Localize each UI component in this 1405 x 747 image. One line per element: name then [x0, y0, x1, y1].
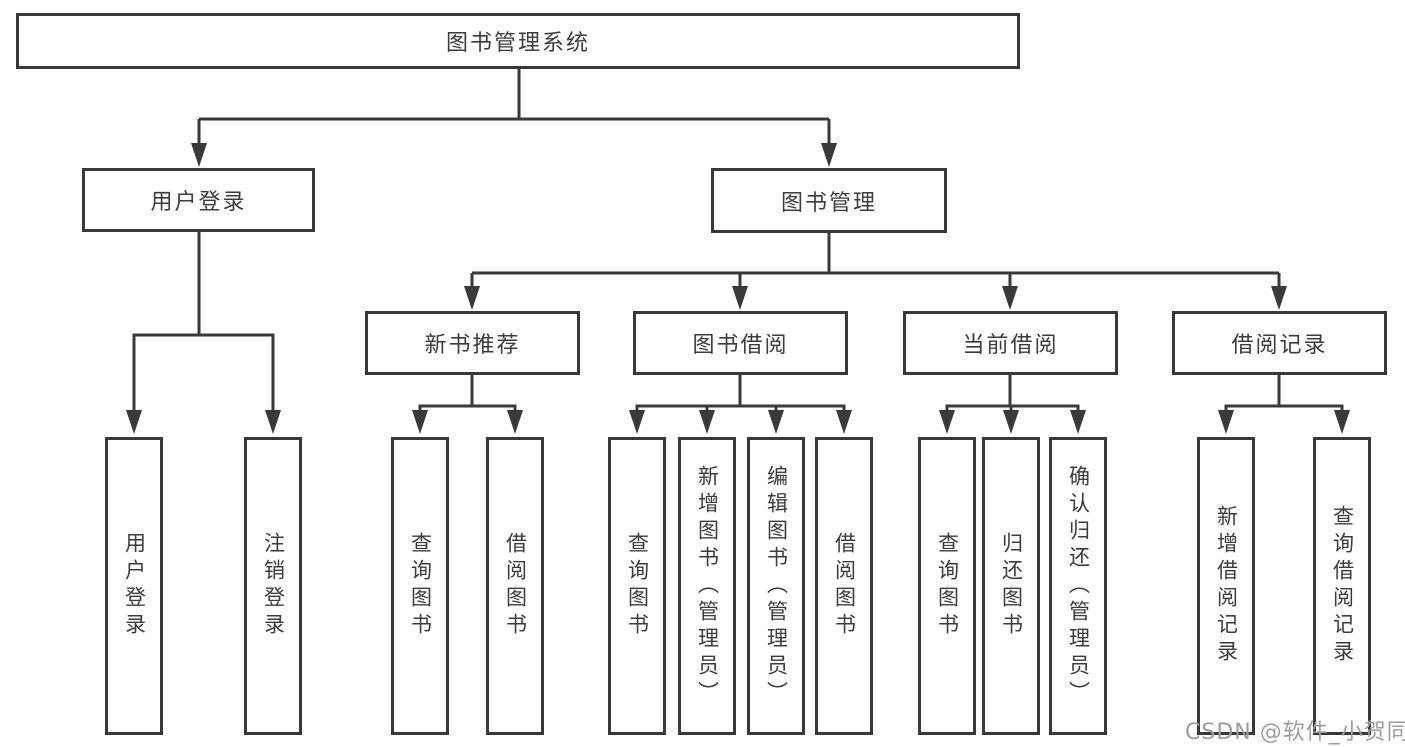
node-leaf-user-login: 用户登录 [105, 437, 163, 735]
node-leaf-query-books: 查询图书 [391, 437, 449, 735]
node-leaf-edit-books-admin: 编辑图书（管理员） [747, 437, 805, 735]
node-leaf-logout: 注销登录 [244, 437, 302, 735]
node-current-borrowing: 当前借阅 [903, 311, 1118, 375]
node-new-book-recommendation: 新书推荐 [365, 311, 580, 375]
node-leaf-add-borrow-record: 新增借阅记录 [1197, 437, 1255, 735]
csdn-watermark: CSDN @软件_小贺同学 [1185, 720, 1405, 745]
node-label: 图书管理系统 [445, 31, 590, 56]
node-label: 图书借阅 [692, 333, 789, 358]
node-leaf-add-books-admin: 新增图书（管理员） [678, 437, 736, 735]
node-borrowing-records: 借阅记录 [1172, 311, 1387, 375]
node-leaf-query-books: 查询图书 [608, 437, 666, 735]
node-leaf-return-books: 归还图书 [982, 437, 1040, 735]
node-label: 借阅记录 [1231, 333, 1328, 358]
node-label: 查询图书 [408, 532, 433, 640]
node-label: 用户登录 [122, 532, 147, 640]
arrowheads [126, 143, 1350, 434]
node-book-borrowing: 图书借阅 [633, 311, 848, 375]
node-label: 确认归还（管理员） [1066, 464, 1091, 708]
node-label: 注销登录 [261, 532, 286, 640]
node-label: 查询图书 [935, 532, 960, 640]
node-label: 查询借阅记录 [1330, 505, 1355, 667]
node-label: 新增图书（管理员） [695, 464, 720, 708]
node-label: 借阅图书 [503, 532, 528, 640]
node-label: 用户登录 [150, 190, 247, 215]
node-label: 编辑图书（管理员） [764, 464, 789, 708]
node-library-management-system: 图书管理系统 [16, 13, 1020, 69]
node-leaf-confirm-return-admin: 确认归还（管理员） [1049, 437, 1107, 735]
node-label: 新增借阅记录 [1214, 505, 1239, 667]
node-label: 借阅图书 [832, 532, 857, 640]
node-leaf-borrow-books: 借阅图书 [486, 437, 544, 735]
node-label: 查询图书 [625, 532, 650, 640]
node-label: 图书管理 [780, 190, 877, 216]
node-book-management: 图书管理 [711, 168, 947, 233]
node-leaf-borrow-books: 借阅图书 [815, 437, 873, 735]
node-label: 归还图书 [999, 532, 1024, 640]
node-leaf-query-books: 查询图书 [918, 437, 976, 735]
node-label: 当前借阅 [962, 333, 1059, 358]
node-label: 新书推荐 [424, 333, 521, 358]
node-user-login: 用户登录 [82, 168, 315, 232]
node-leaf-query-borrow-record: 查询借阅记录 [1313, 437, 1371, 735]
